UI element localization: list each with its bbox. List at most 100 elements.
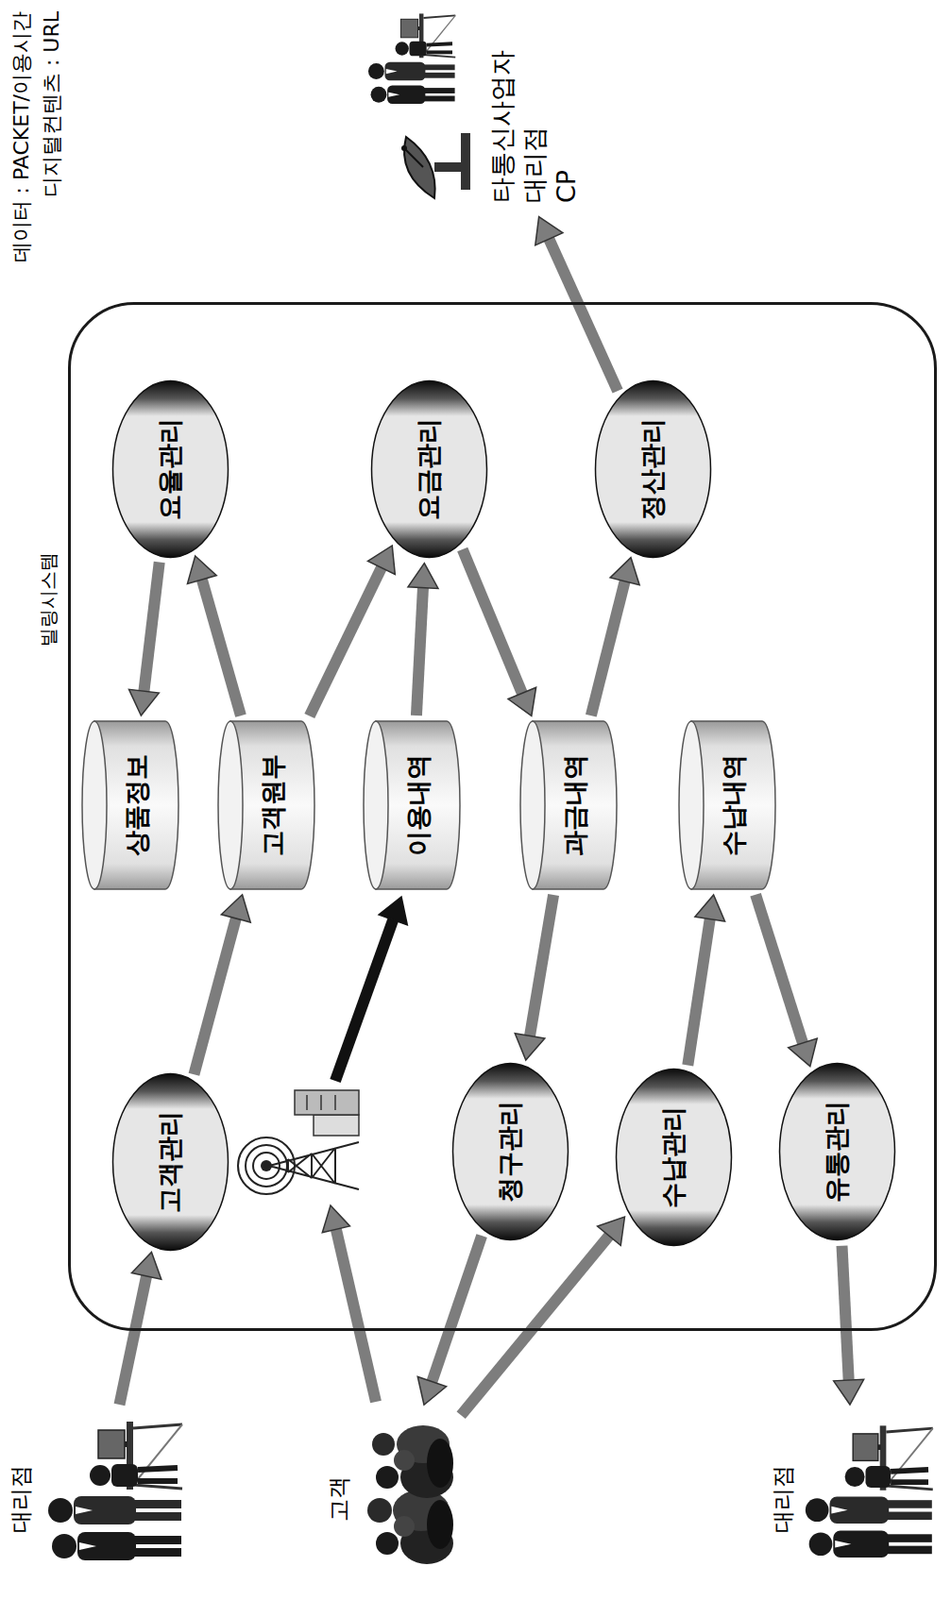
database-cylinder: 이용내역 xyxy=(362,720,461,891)
arrow-shaft xyxy=(462,549,523,694)
agency-actor: 대리점 xyxy=(769,1409,940,1590)
arrow-head xyxy=(417,1376,446,1406)
arrow-shaft xyxy=(202,579,241,716)
arrow-shaft xyxy=(755,895,803,1044)
arrow-head xyxy=(220,895,251,923)
cylinder-cap xyxy=(520,721,545,890)
arrow-head xyxy=(131,1252,161,1280)
flow-arrow xyxy=(514,895,554,1061)
node-label: 요율관리 xyxy=(154,418,186,521)
flow-arrow xyxy=(755,895,817,1068)
node-label: 이용내역 xyxy=(403,754,434,857)
arrow-shaft xyxy=(842,1246,850,1381)
customer-actor: 고객 xyxy=(325,1409,459,1590)
ellipse-shape xyxy=(779,1064,895,1241)
node-label: 과금내역 xyxy=(560,754,591,857)
node-label: 대리점 xyxy=(7,1409,35,1590)
flow-arrow xyxy=(462,549,537,716)
node-label: 고객 xyxy=(325,1409,354,1590)
ellipse-shape xyxy=(452,1064,568,1241)
process-ellipse: 고객관리 xyxy=(111,1072,230,1253)
arrow-shaft xyxy=(591,581,626,716)
arrow-head xyxy=(129,689,160,716)
cylinder-cap xyxy=(363,721,389,890)
cylinder-cap xyxy=(218,721,243,890)
arrow-head xyxy=(695,895,726,922)
ellipse-shape xyxy=(112,1074,228,1252)
cylinder-cap xyxy=(82,721,107,890)
node-label: 고객관리 xyxy=(154,1111,186,1214)
arrow-head xyxy=(833,1379,865,1406)
process-ellipse: 유통관리 xyxy=(778,1062,897,1242)
arrow-head xyxy=(610,558,640,586)
node-label: 수납관리 xyxy=(658,1106,689,1209)
arrow-head xyxy=(597,1217,626,1246)
node-label: 상품정보 xyxy=(121,754,153,857)
node-label: 청구관리 xyxy=(494,1101,526,1204)
node-label: 정산관리 xyxy=(637,418,668,521)
process-ellipse: 정산관리 xyxy=(594,379,713,560)
ellipse-shape xyxy=(371,381,487,559)
process-ellipse: 청구관리 xyxy=(451,1062,570,1242)
ellipse-shape xyxy=(112,381,228,559)
arrow-shaft xyxy=(431,1236,482,1383)
flow-arrow xyxy=(129,561,160,716)
node-label: 빌링시스템 xyxy=(36,552,60,647)
arrow-head xyxy=(407,563,439,590)
flow-arrow xyxy=(186,556,241,716)
partner-actor: 타통신사업자 대리점 CP xyxy=(363,9,619,213)
arrow-shaft xyxy=(529,895,554,1036)
signal-arrow xyxy=(322,1205,376,1403)
arrow-head xyxy=(535,217,563,246)
arrow-shaft xyxy=(193,918,236,1075)
database-cylinder: 고객원부 xyxy=(217,720,316,891)
ellipse-shape xyxy=(594,381,711,559)
arrow-shaft xyxy=(143,561,159,692)
arrow-shaft xyxy=(118,1276,147,1406)
flow-arrow xyxy=(309,545,396,717)
flow-arrow xyxy=(407,563,439,716)
arrow-shaft xyxy=(687,919,710,1067)
agency-illustration xyxy=(805,1426,934,1559)
database-cylinder: 상품정보 xyxy=(81,720,180,891)
node-label: 고객원부 xyxy=(257,754,289,857)
usage-arrow xyxy=(335,897,408,1082)
system-boundary: 빌링시스템고객관리청구관리수납관리유통관리상품정보고객원부이용내역과금내역수납내… xyxy=(67,302,937,1332)
annotation-label: 디지털컨텐츠 : URL xyxy=(37,11,67,198)
database-cylinder: 과금내역 xyxy=(519,720,618,891)
arrow-head xyxy=(508,687,537,716)
annotation-label: 데이터 : PACKET/이용시간 xyxy=(7,11,36,263)
process-ellipse: 요금관리 xyxy=(370,379,489,560)
arrow-head xyxy=(788,1038,818,1068)
arrow-shaft xyxy=(416,588,424,716)
arrow-head xyxy=(368,545,396,575)
arrow-head xyxy=(186,556,217,584)
flow-arrow xyxy=(193,895,251,1075)
satellite-dish xyxy=(401,133,471,199)
flow-arrow xyxy=(460,1217,625,1416)
cylinder-cap xyxy=(679,721,704,890)
flow-arrow xyxy=(417,1236,482,1406)
node-label: 타통신사업자 대리점 CP xyxy=(486,23,582,204)
flow-arrow xyxy=(833,1246,865,1406)
partner-illustration xyxy=(368,13,456,104)
arrow-shaft xyxy=(548,238,618,391)
node-label: 수납내역 xyxy=(718,754,749,857)
customer-illustration xyxy=(367,1426,454,1565)
arrow-shaft xyxy=(309,567,382,716)
agency-actor: 대리점 xyxy=(7,1409,192,1590)
process-ellipse: 요율관리 xyxy=(111,379,230,560)
antenna-illustration xyxy=(237,1090,359,1195)
arrow-head xyxy=(514,1034,545,1061)
flow-arrow xyxy=(591,558,640,717)
node-label: 대리점 xyxy=(769,1409,798,1590)
agency-illustration xyxy=(48,1422,183,1562)
flow-arrow xyxy=(687,895,725,1067)
ellipse-shape xyxy=(615,1069,731,1247)
database-cylinder: 수납내역 xyxy=(678,720,777,891)
node-label: 요금관리 xyxy=(413,418,444,521)
arrow-shaft xyxy=(460,1236,610,1416)
node-label: 유통관리 xyxy=(821,1101,852,1204)
process-ellipse: 수납관리 xyxy=(614,1068,733,1248)
